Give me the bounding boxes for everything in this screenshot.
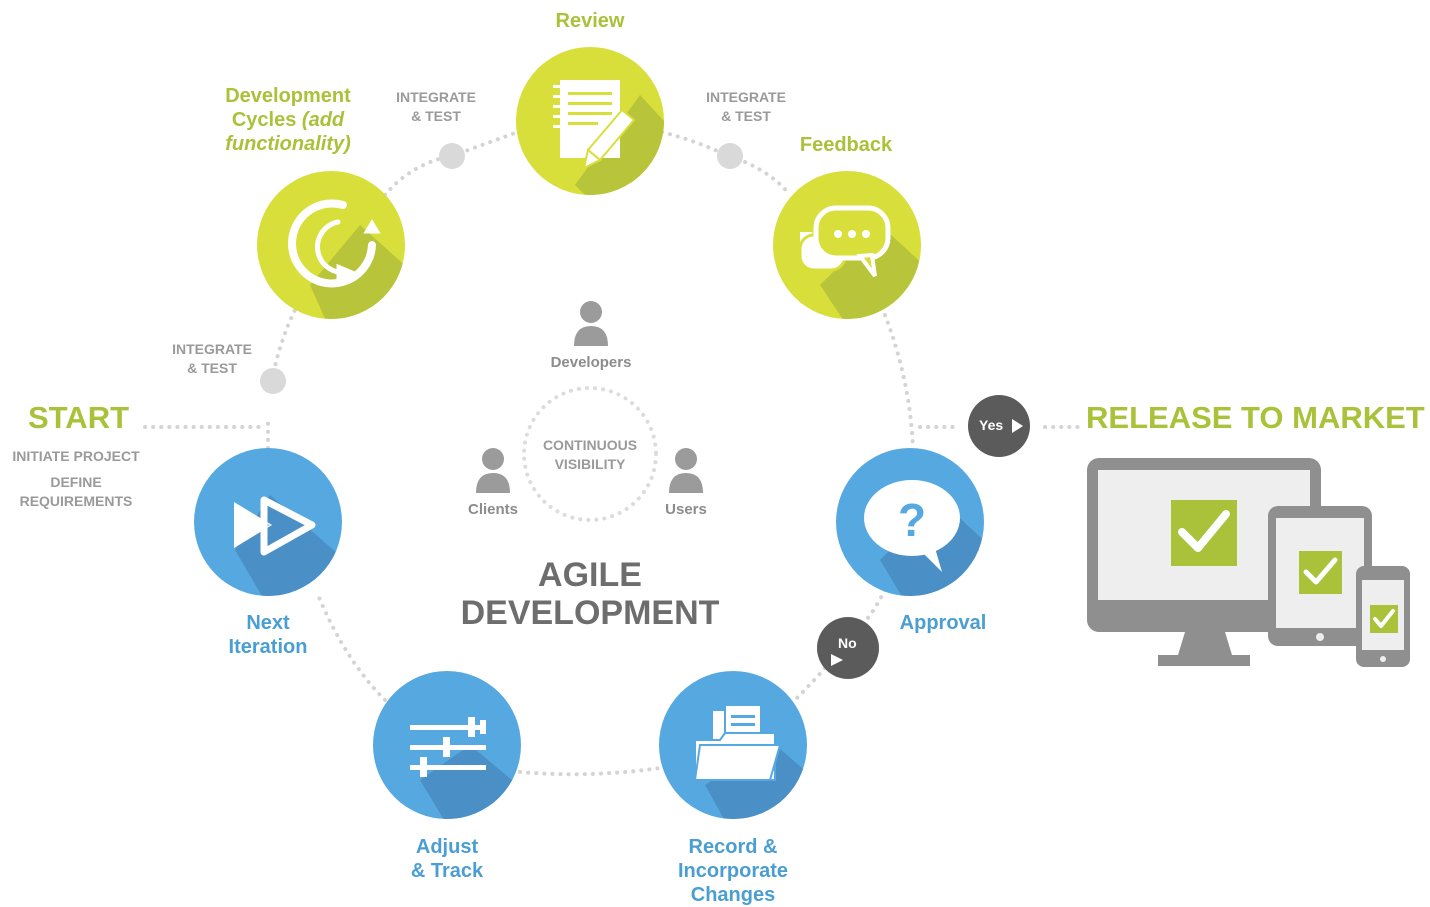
fast-forward-icon xyxy=(234,496,316,556)
start-description: INITIATE PROJECT DEFINE REQUIREMENTS xyxy=(0,447,152,511)
development-cycles-label-line1: Development xyxy=(225,85,351,107)
speech-bubbles-icon xyxy=(798,205,891,278)
adjust-track-node[interactable] xyxy=(373,671,530,830)
start-title: START xyxy=(28,400,130,435)
devices-illustration xyxy=(1087,458,1410,667)
question-bubble-icon: ? xyxy=(864,480,960,572)
development-cycles-label-line3: functionality) xyxy=(225,133,351,155)
record-incorporate-label: Record & Incorporate Changes xyxy=(660,835,806,907)
define-text: DEFINE xyxy=(50,474,102,490)
play-arrow-icon xyxy=(831,654,843,666)
notepad-pencil-icon xyxy=(553,80,636,170)
integrate-test-label-left: INTEGRATE & TEST xyxy=(376,88,496,126)
clients-label: Clients xyxy=(467,501,518,518)
requirements-text: REQUIREMENTS xyxy=(19,493,133,509)
clients-person-icon xyxy=(476,448,510,493)
developers-label: Developers xyxy=(550,354,632,371)
and-test-text: & TEST xyxy=(721,108,771,124)
developers-person-icon xyxy=(574,301,608,346)
integrate-text: INTEGRATE xyxy=(172,341,252,357)
and-test-text: & TEST xyxy=(411,108,461,124)
yes-label: Yes xyxy=(979,417,1004,433)
feedback-label: Feedback xyxy=(799,134,893,156)
development-cycles-label: Development Cycles (add functionality) xyxy=(198,84,378,156)
development-cycles-label-line2: Cycles (add xyxy=(198,108,378,132)
feedback-node[interactable] xyxy=(773,171,935,330)
svg-text:?: ? xyxy=(898,494,926,546)
sliders-icon xyxy=(410,717,486,777)
integrate-test-label-lower: INTEGRATE & TEST xyxy=(152,340,272,378)
approval-node[interactable]: ? xyxy=(836,448,1000,610)
integrate-text: INTEGRATE xyxy=(396,89,476,105)
initiate-project-text: INITIATE PROJECT xyxy=(12,448,140,464)
play-arrow-icon xyxy=(1012,419,1023,433)
refresh-cycle-icon xyxy=(288,199,381,288)
integrate-dot-left xyxy=(439,143,465,169)
add-text: (add xyxy=(301,109,345,131)
integrate-dot-lower xyxy=(260,368,286,394)
no-decision-button[interactable] xyxy=(817,617,879,679)
next-iteration-node[interactable] xyxy=(194,448,345,610)
users-label: Users xyxy=(665,501,707,518)
integrate-test-label-right: INTEGRATE & TEST xyxy=(686,88,806,126)
record-incorporate-node[interactable] xyxy=(659,671,810,830)
adjust-label-line1: Adjust xyxy=(415,836,479,858)
continuous-text: CONTINUOUS xyxy=(542,437,638,453)
integrate-dot-right xyxy=(717,143,743,169)
continuous-visibility-ring xyxy=(522,386,658,522)
record-label-line3: Changes xyxy=(690,884,776,906)
development-text: DEVELOPMENT xyxy=(460,594,720,632)
users-person-icon xyxy=(669,448,703,493)
record-label-line2: Incorporate xyxy=(677,860,789,882)
cycles-text: Cycles xyxy=(231,109,302,131)
no-label: No xyxy=(838,635,857,651)
and-test-text: & TEST xyxy=(187,360,237,376)
approval-label: Approval xyxy=(899,612,987,634)
review-node[interactable] xyxy=(516,47,700,210)
next-iteration-label: Next Iteration xyxy=(208,611,328,659)
adjust-track-label: Adjust & Track xyxy=(387,835,507,883)
continuous-visibility-label: CONTINUOUS VISIBILITY xyxy=(530,436,650,474)
record-label-line1: Record & xyxy=(688,836,778,858)
visibility-text: VISIBILITY xyxy=(554,456,626,472)
release-to-market-title: RELEASE TO MARKET xyxy=(1086,400,1425,435)
agile-text: AGILE xyxy=(538,556,642,594)
tablet-icon xyxy=(1268,506,1372,646)
folder-documents-icon xyxy=(693,704,782,781)
yes-decision-button[interactable] xyxy=(968,395,1030,457)
next-label-line1: Next xyxy=(246,612,290,634)
agile-development-title: AGILE DEVELOPMENT xyxy=(430,556,750,632)
integrate-text: INTEGRATE xyxy=(706,89,786,105)
review-label: Review xyxy=(555,10,625,32)
smartphone-icon xyxy=(1356,566,1410,667)
next-label-line2: Iteration xyxy=(228,636,308,658)
adjust-label-line2: & Track xyxy=(410,860,484,882)
